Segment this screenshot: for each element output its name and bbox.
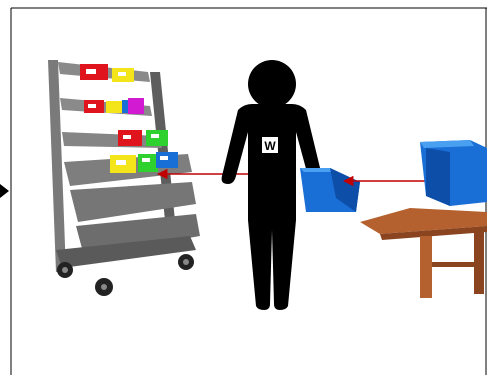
- bin-green: [138, 154, 158, 172]
- worker-label: W: [264, 139, 276, 153]
- incoming-arrow-icon: [0, 184, 9, 198]
- bin-near: [300, 168, 360, 212]
- bin-yellow: [106, 101, 122, 113]
- table: [360, 208, 487, 298]
- bin-magenta: [128, 98, 144, 114]
- shelf-rack: [48, 60, 200, 296]
- bin-table: [420, 140, 487, 206]
